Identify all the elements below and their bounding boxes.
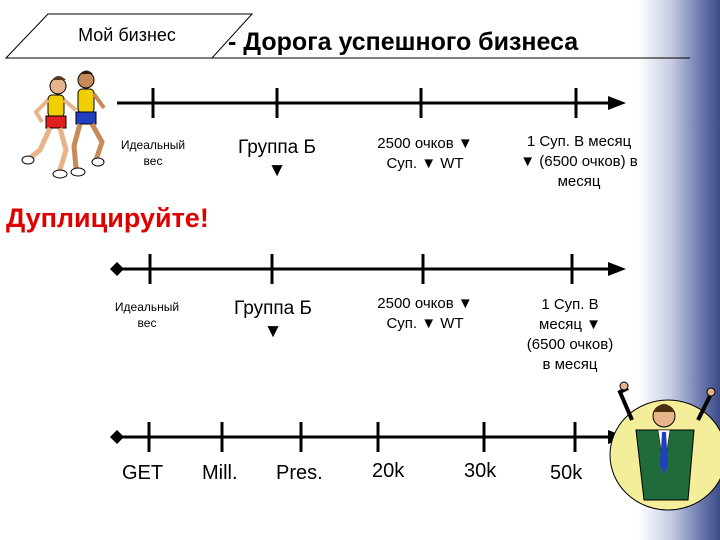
tick-label-pres: Pres. [276, 462, 323, 484]
celebrating-businessman-illustration [609, 381, 720, 511]
runners-illustration [21, 70, 106, 179]
page-title: - Дорога успешного бизнеса [228, 28, 579, 56]
row1-label-month: 1 Суп. В месяц ▼ (6500 очков) в месяц [520, 133, 638, 190]
row1-label-points: 2500 очков ▼ Суп. ▼ WT [377, 135, 473, 172]
tick-label-20k: 20k [372, 460, 405, 482]
row2-label-points: 2500 очков ▼ Суп. ▼ WT [377, 295, 473, 332]
tick-label-30k: 30k [464, 460, 497, 482]
tick-label-50k: 50k [550, 462, 583, 484]
row1-label-ideal: Идеальный вес [120, 138, 186, 168]
row1-arrowhead [608, 96, 626, 110]
header-tab-shape [4, 13, 254, 59]
tick-label-get: GET [122, 462, 164, 484]
row2-label-group: Группа Б ▼ [234, 298, 312, 342]
duplicate-callout: Дуплицируйте! [6, 203, 209, 233]
row2-arrowhead [608, 262, 626, 276]
row1-label-group: Группа Б ▼ [238, 137, 316, 181]
tick-label-mill: Mill. [202, 462, 238, 484]
row2-label-month: 1 Суп. В месяц ▼ (6500 очков) в месяц [526, 296, 614, 373]
row2-diamond [110, 262, 124, 276]
row2-label-ideal: Идеальный вес [114, 300, 180, 330]
row3-diamond [110, 430, 124, 444]
header-tab-label: Мой бизнес [78, 25, 176, 45]
